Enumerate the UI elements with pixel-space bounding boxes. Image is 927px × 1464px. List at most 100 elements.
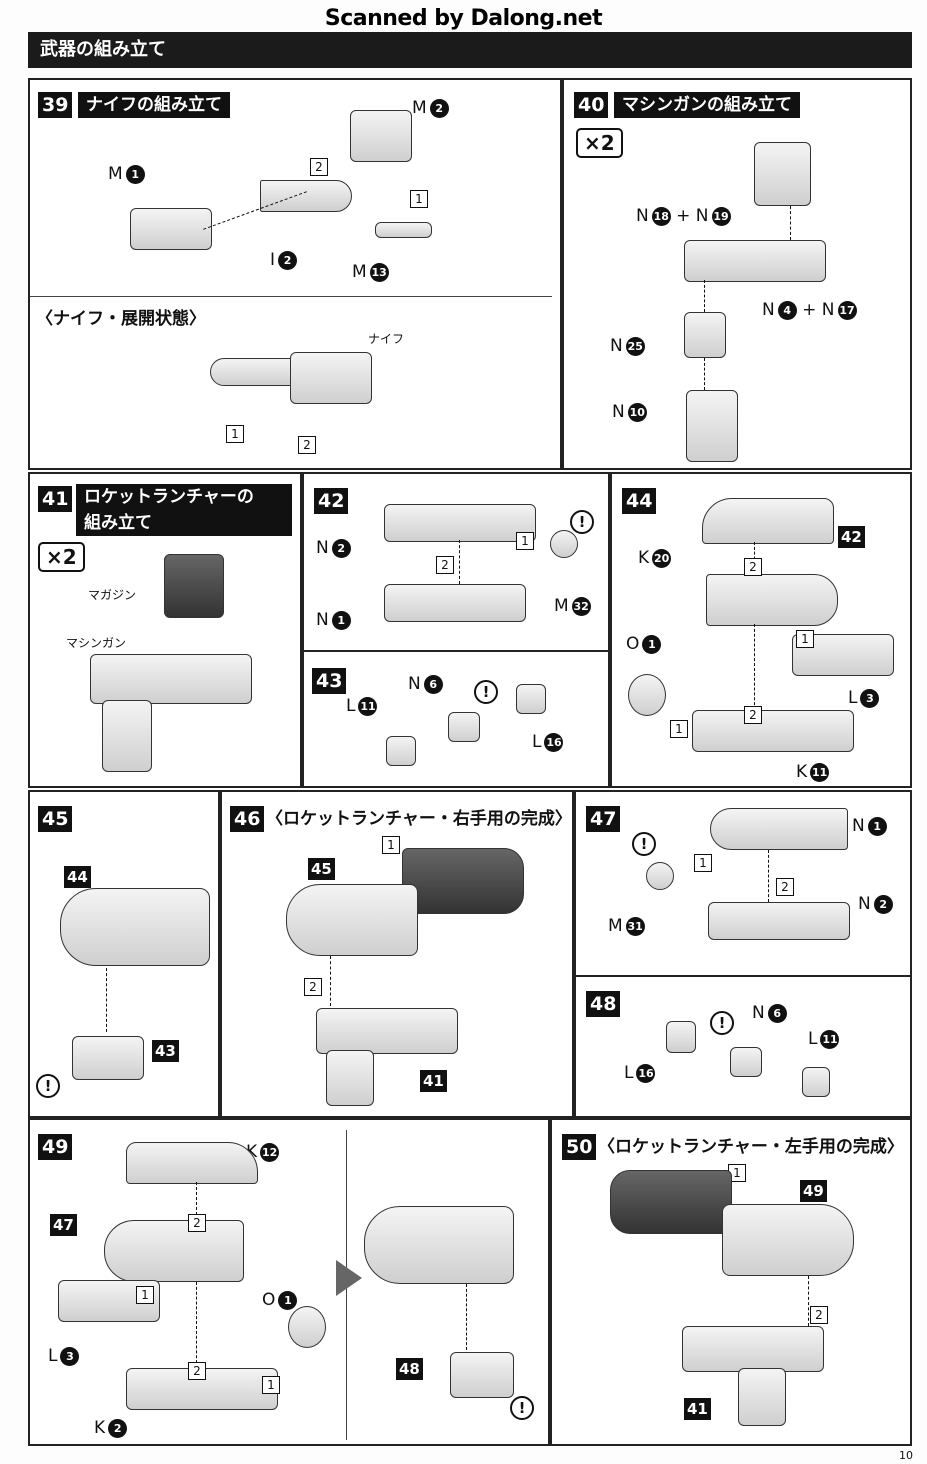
assembly-line (808, 1276, 809, 1326)
joint-part (448, 712, 480, 742)
tube-top-part (710, 808, 848, 850)
sequence-marker: 1 (694, 854, 712, 872)
assembly-line (704, 358, 705, 390)
sequence-marker: 1 (136, 1286, 154, 1304)
warning-icon: ! (474, 680, 498, 704)
sequence-marker: 2 (810, 1306, 828, 1324)
assembly-line (466, 1284, 467, 1350)
sequence-marker: 2 (188, 1362, 206, 1380)
joint-part (666, 1021, 696, 1053)
sequence-marker: 1 (670, 720, 688, 738)
step-number: 44 (622, 488, 657, 514)
tube-part (104, 1220, 244, 1282)
step-number: 49 (38, 1134, 73, 1160)
cap-part (288, 1306, 326, 1348)
divider (30, 296, 552, 297)
step-45-panel: 45 44 43 ! (28, 790, 220, 1118)
step-number: 48 (586, 991, 621, 1017)
step-number: 50 (562, 1134, 597, 1160)
tube-bottom-part (708, 902, 850, 940)
machinegun-grip (738, 1368, 786, 1426)
gun-body-part (684, 240, 826, 282)
step-title: マシンガンの組み立て (614, 92, 800, 118)
assembly-line (106, 968, 107, 1032)
sequence-marker: 2 (436, 556, 454, 574)
assembly-line (196, 1182, 197, 1220)
joint-assembly-part (450, 1352, 514, 1398)
tube-part (706, 574, 838, 626)
assembly-line (330, 956, 331, 1006)
step-reference: 44 (64, 866, 91, 888)
warning-icon: ! (510, 1396, 534, 1420)
tube-cover-part (126, 1142, 258, 1184)
step-reference: 45 (308, 858, 335, 880)
assembly-line (768, 850, 769, 902)
assembly-line (704, 280, 705, 312)
launcher-barrel-part (610, 1170, 732, 1234)
machinegun-part (90, 654, 252, 704)
machinegun-part (682, 1326, 824, 1372)
step-title: 〈ロケットランチャー・左手用の完成〉 (598, 1137, 904, 1157)
step-reference: 49 (800, 1180, 827, 1202)
watermark: Scanned by Dalong.net (324, 6, 603, 31)
step-reference: 48 (396, 1358, 423, 1380)
assembly-line (459, 540, 460, 584)
launcher-barrel-part (402, 848, 524, 914)
sequence-marker: 2 (298, 436, 316, 454)
knife-blade-part (260, 180, 352, 212)
step-title: ロケットランチャーの組み立て (76, 484, 292, 536)
quantity-badge: ×2 (576, 128, 623, 158)
sequence-marker: 1 (226, 425, 244, 443)
step-number: 43 (312, 668, 347, 694)
sequence-marker: 1 (262, 1376, 280, 1394)
step-title: 〈ロケットランチャー・右手用の完成〉 (266, 809, 572, 829)
tube-cover-part (702, 498, 834, 544)
launcher-tube-part (722, 1204, 854, 1276)
sequence-marker: 2 (744, 558, 762, 576)
warning-icon: ! (36, 1074, 60, 1098)
machinegun-grip (326, 1050, 374, 1106)
machinegun-part (316, 1008, 458, 1054)
step-reference: 41 (684, 1398, 711, 1420)
gun-stock-part (686, 390, 738, 462)
sequence-marker: 1 (516, 532, 534, 550)
step-reference: 41 (420, 1070, 447, 1092)
step-reference: 42 (838, 526, 865, 548)
sequence-marker: 2 (744, 706, 762, 724)
step-reference: 47 (50, 1214, 77, 1236)
launcher-tube-part (286, 884, 418, 956)
step-number: 39 (38, 92, 73, 118)
knife-frame-part (130, 208, 212, 250)
bottom-part (692, 710, 854, 752)
step-number: 40 (574, 92, 609, 118)
tube-top-part (384, 504, 536, 542)
machinegun-label: マシンガン (66, 636, 127, 650)
joint-part (730, 1047, 762, 1077)
step-41-panel: 41 ロケットランチャーの組み立て ×2 マガジン マシンガン (28, 472, 302, 788)
launcher-tube-part (364, 1206, 514, 1284)
sequence-marker: 2 (310, 158, 328, 176)
page-number: 10 (899, 1449, 913, 1462)
